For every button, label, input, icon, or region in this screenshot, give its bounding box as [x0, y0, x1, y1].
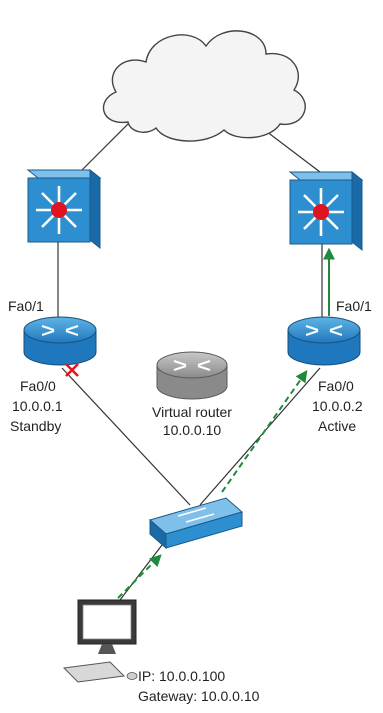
link-cloud-left-switch [81, 121, 131, 171]
multilayer-switch-left [26, 168, 102, 250]
virtual-router-name-label: Virtual router [152, 404, 232, 420]
left-router-role-label: Standby [10, 418, 62, 434]
link-access-switch-pc [119, 544, 163, 601]
multilayer-switch-right [288, 170, 364, 252]
router-right [287, 316, 361, 366]
virtual-router [156, 351, 228, 400]
traffic-arrow-switch-to-active-router [221, 370, 308, 493]
right-router-role-label: Active [318, 418, 357, 434]
left-router-upper-interface-label: Fa0/1 [8, 298, 44, 314]
workstation-pc [62, 599, 138, 683]
right-router-upper-interface-label: Fa0/1 [336, 298, 372, 314]
virtual-router-ip-label: 10.0.0.10 [162, 422, 222, 438]
right-router-lower-interface-label: Fa0/0 [318, 378, 354, 394]
host-gateway-label: Gateway: 10.0.0.10 [138, 688, 260, 704]
host-ip-label: IP: 10.0.0.100 [138, 668, 226, 684]
left-router-ip-label: 10.0.0.1 [12, 398, 63, 414]
cloud [102, 30, 306, 142]
router-left [23, 316, 97, 366]
right-router-ip-label: 10.0.0.2 [312, 398, 363, 414]
link-left-router-access-switch [61, 367, 191, 506]
access-switch [148, 497, 244, 550]
traffic-arrow-pc-to-switch [117, 554, 162, 599]
link-right-router-access-switch [199, 367, 321, 506]
left-router-lower-interface-label: Fa0/0 [20, 378, 56, 394]
failure-x-mark [65, 363, 79, 377]
